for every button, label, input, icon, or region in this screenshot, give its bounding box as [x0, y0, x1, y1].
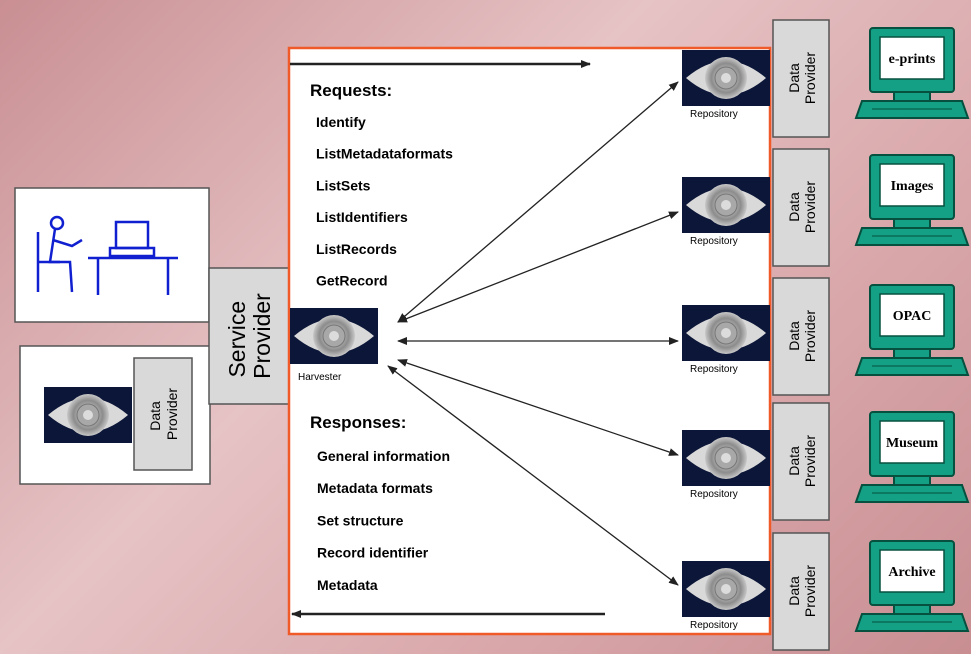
repository-row: Repository DataProvider Archive: [681, 532, 969, 651]
data-provider-box: [772, 148, 830, 267]
repository-label: Repository: [690, 109, 738, 120]
local-data-provider-box: [133, 357, 193, 471]
repository-eye-icon: [681, 304, 771, 362]
data-provider-box: [772, 19, 830, 138]
harvest-arrow: [397, 211, 679, 323]
local-dp-line1: Data: [147, 401, 163, 431]
computer-icon: [855, 27, 969, 119]
local-eye-icon: [43, 386, 133, 444]
computer-icon: [855, 284, 969, 376]
source-label: Archive: [888, 565, 935, 580]
harvest-arrow: [387, 365, 679, 586]
repository-label: Repository: [690, 489, 738, 500]
request-item: ListSets: [316, 177, 371, 193]
service-provider-text: Service Provider: [224, 293, 275, 379]
request-item: ListIdentifiers: [316, 209, 408, 225]
data-provider-box: [772, 277, 830, 396]
harvest-connections: [387, 81, 679, 586]
data-provider-text: DataProvider: [786, 435, 818, 487]
response-item: General information: [317, 448, 450, 464]
source-label: Images: [891, 179, 934, 194]
repository-eye-icon: [681, 429, 771, 487]
data-provider-text: DataProvider: [786, 565, 818, 617]
data-provider-box: [772, 402, 830, 521]
local-dp-line2: Provider: [164, 388, 180, 440]
repository-eye-icon: [681, 176, 771, 234]
repository-row: Repository DataProvider e-prints: [681, 19, 969, 138]
repository-label: Repository: [690, 236, 738, 247]
repository-label: Repository: [690, 364, 738, 375]
source-label: OPAC: [893, 309, 932, 324]
service-provider-box: [208, 267, 290, 405]
source-label: Museum: [886, 436, 938, 451]
repository-row: Repository DataProvider Museum: [681, 402, 969, 521]
request-item: ListRecords: [316, 241, 397, 257]
computer-icon: [855, 154, 969, 246]
repository-label: Repository: [690, 620, 738, 631]
data-provider-box: [772, 532, 830, 651]
computer-icon: [855, 540, 969, 632]
response-item: Metadata: [317, 577, 378, 593]
response-item: Set structure: [317, 512, 404, 528]
service-provider-line2: Provider: [249, 293, 275, 379]
local-data-provider-text: Data Provider: [147, 388, 180, 440]
response-item: Metadata formats: [317, 480, 433, 496]
harvester-label: Harvester: [298, 372, 342, 383]
service-provider-line1: Service: [224, 301, 250, 378]
request-item: GetRecord: [316, 273, 388, 289]
request-item: ListMetadataformats: [316, 146, 453, 162]
data-provider-text: DataProvider: [786, 310, 818, 362]
person-at-computer-icon: [36, 215, 178, 295]
repository-row: Repository DataProvider Images: [681, 148, 969, 267]
response-item: Record identifier: [317, 545, 429, 561]
repository-eye-icon: [681, 560, 771, 618]
request-item: Identify: [316, 114, 366, 130]
data-provider-text: DataProvider: [786, 52, 818, 104]
harvester-eye-icon: [289, 307, 379, 365]
responses-heading: Responses:: [310, 413, 406, 432]
computer-icon: [855, 411, 969, 503]
data-provider-text: DataProvider: [786, 181, 818, 233]
source-label: e-prints: [889, 52, 936, 67]
requests-heading: Requests:: [310, 81, 392, 100]
repository-row: Repository DataProvider OPAC: [681, 277, 969, 396]
repository-eye-icon: [681, 49, 771, 107]
